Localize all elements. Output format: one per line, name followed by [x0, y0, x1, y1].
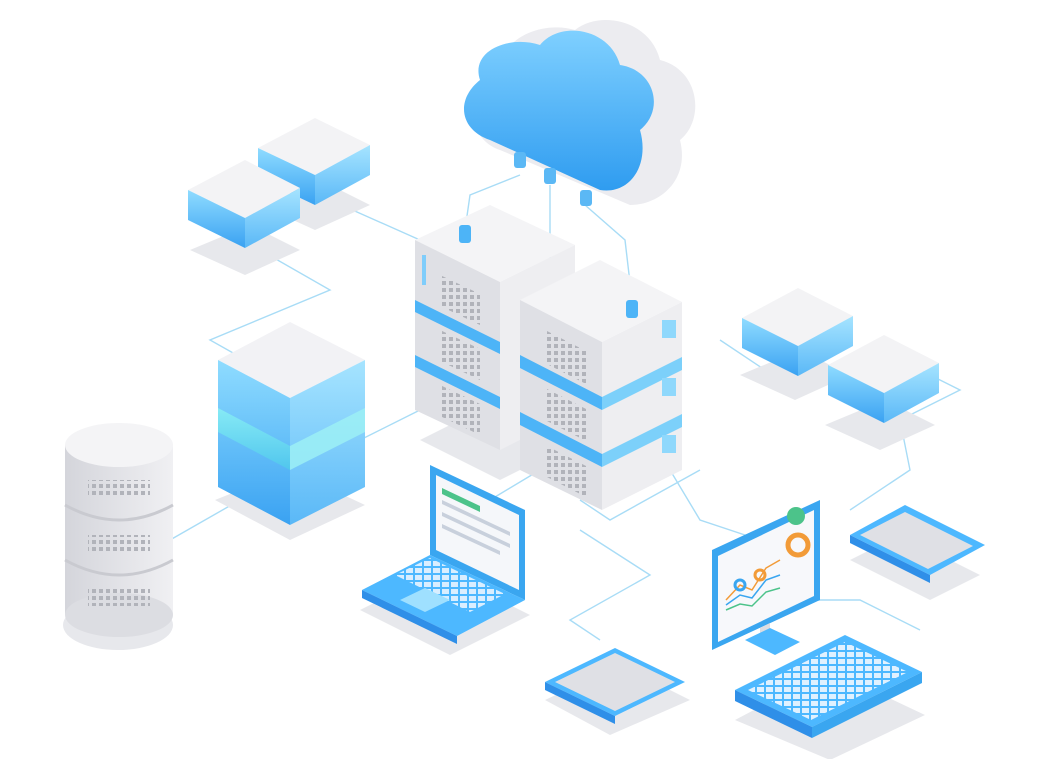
server-icon	[520, 260, 682, 510]
storage-stack-icon	[218, 322, 365, 525]
phone-icon	[545, 648, 685, 724]
tablet-icon	[850, 505, 985, 583]
storage-box-icon	[742, 288, 853, 376]
cloud-icon	[463, 20, 696, 206]
keyboard-icon	[735, 635, 922, 738]
database-icon	[64, 423, 174, 637]
laptop-icon	[362, 465, 525, 644]
storage-box-icon	[258, 118, 370, 205]
monitor-icon	[712, 500, 820, 655]
storage-box-icon	[828, 335, 939, 423]
storage-box-icon	[188, 160, 300, 248]
